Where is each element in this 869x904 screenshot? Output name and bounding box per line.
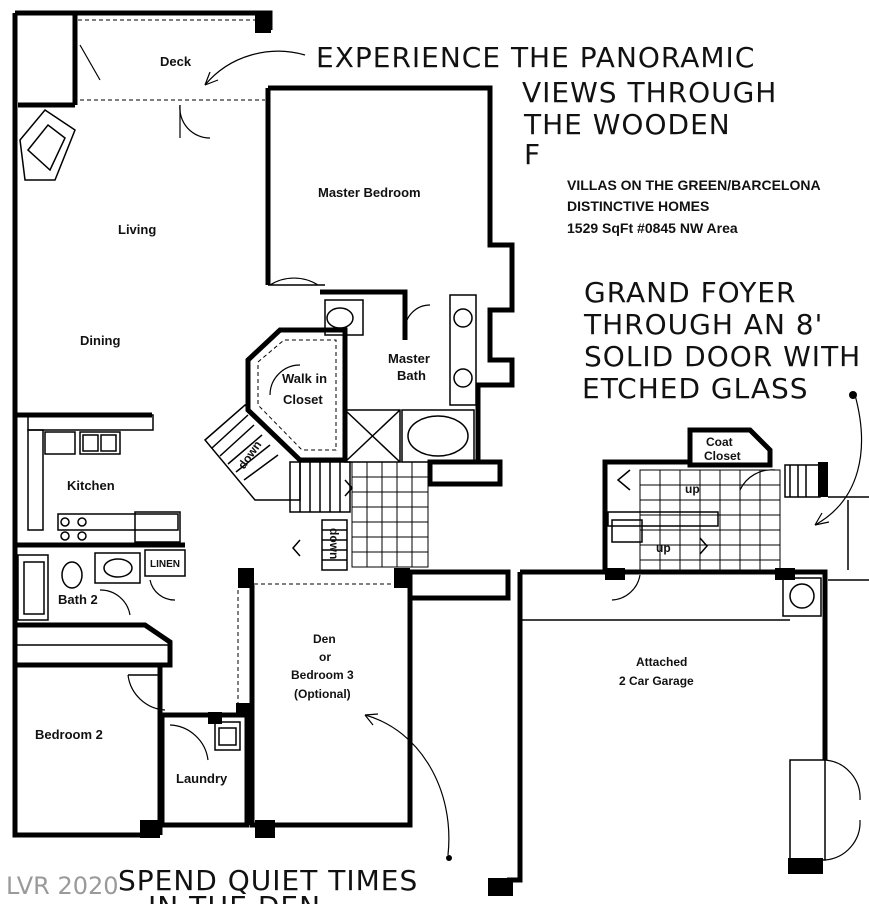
stair-label-up-2: up	[656, 541, 671, 555]
watermark: LVR 2020	[6, 872, 119, 900]
deck-details	[19, 19, 265, 181]
annotation-arrows	[204, 50, 863, 861]
room-bedroom2: Bedroom 2	[35, 727, 103, 742]
laundry	[159, 703, 250, 828]
kitchen-counters	[15, 414, 185, 548]
bedroom2-walls	[127, 665, 166, 835]
stair-label-up-1: up	[685, 482, 700, 496]
listing-builder: DISTINCTIVE HOMES	[567, 198, 709, 214]
listing-title: VILLAS ON THE GREEN/BARCELONA	[567, 177, 821, 193]
note-panoramic-line4: F	[524, 138, 541, 171]
tile-floor	[351, 461, 429, 568]
master-bath-area	[245, 289, 477, 463]
room-den-line4: (Optional)	[294, 687, 351, 701]
room-garage-line2: 2 Car Garage	[619, 674, 694, 688]
note-den-line1: SPEND QUIET TIMES	[118, 864, 418, 897]
garage-walls	[488, 568, 861, 896]
bath2-fixtures	[12, 549, 186, 668]
room-bath2: Bath 2	[58, 592, 98, 607]
stairs	[203, 403, 353, 571]
room-den-line3: Bedroom 3	[291, 668, 354, 682]
foyer	[602, 427, 869, 581]
room-deck: Deck	[160, 54, 192, 69]
note-panoramic-line3: THE WOODEN	[523, 108, 731, 141]
room-linen: LINEN	[150, 559, 180, 570]
room-den-line1: Den	[313, 632, 336, 646]
note-panoramic-line1: EXPERIENCE THE PANORAMIC	[316, 41, 755, 74]
room-master-bedroom: Master Bedroom	[318, 185, 421, 200]
outer-walls	[12, 10, 515, 838]
note-foyer-line3: SOLID DOOR WITH	[584, 340, 861, 373]
room-living: Living	[118, 222, 156, 237]
room-dining: Dining	[80, 333, 120, 348]
note-panoramic-line2: VIEWS THROUGH	[522, 76, 777, 109]
room-coat-line2: Closet	[704, 449, 741, 463]
room-walk-in-line1: Walk in	[282, 371, 327, 386]
room-coat-line1: Coat	[706, 435, 733, 449]
note-foyer-line4: ETCHED GLASS	[582, 372, 809, 405]
room-master-bath-line2: Bath	[397, 368, 426, 383]
room-walk-in-line2: Closet	[283, 392, 323, 407]
room-garage-line1: Attached	[636, 655, 687, 669]
room-laundry: Laundry	[176, 771, 228, 786]
note-foyer-line2: THROUGH AN 8'	[583, 308, 823, 341]
room-kitchen: Kitchen	[67, 478, 115, 493]
room-master-bath-line1: Master	[388, 351, 430, 366]
note-foyer-line1: GRAND FOYER	[584, 276, 796, 309]
note-den-line2: IN THE DEN	[148, 890, 321, 904]
room-den-line2: or	[319, 650, 331, 664]
listing-details: 1529 SqFt #0845 NW Area	[567, 220, 738, 236]
stair-label-down-2: down	[327, 528, 341, 559]
